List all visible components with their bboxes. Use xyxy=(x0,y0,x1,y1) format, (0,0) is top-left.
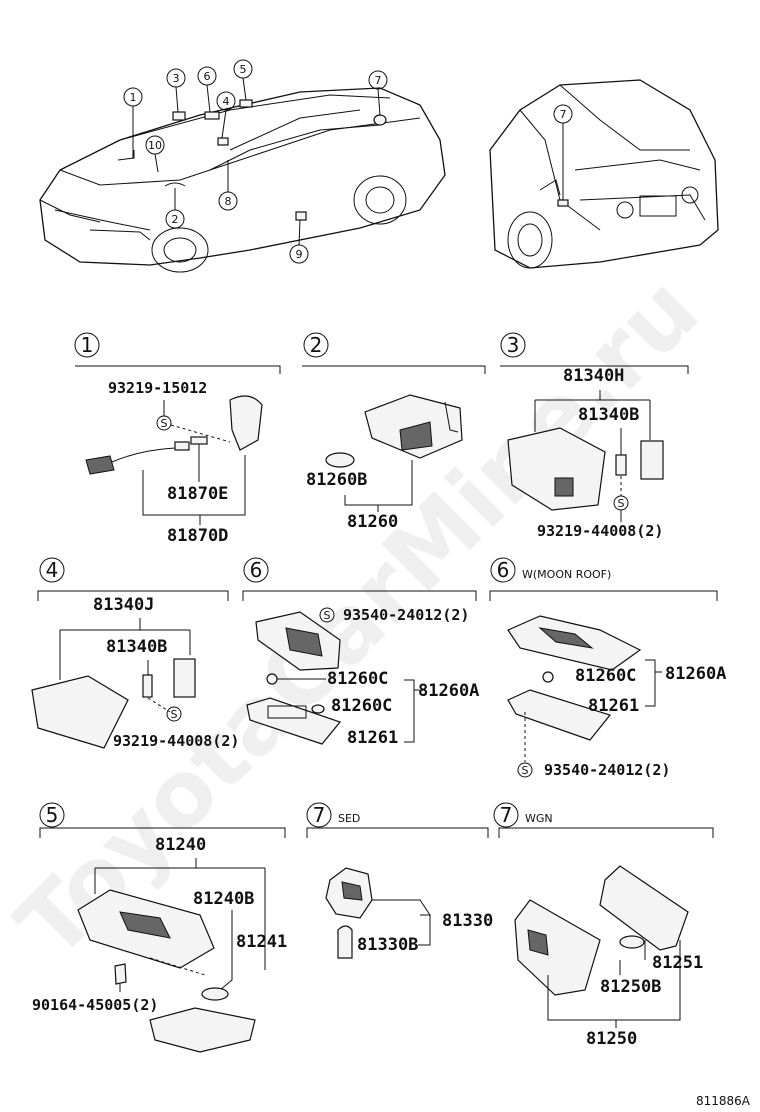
part-93219-44008: 93219-44008(2) xyxy=(537,522,663,540)
wagon-callouts: 7 xyxy=(553,104,573,200)
svg-text:4: 4 xyxy=(223,95,230,108)
svg-text:3: 3 xyxy=(173,72,180,85)
section-6-moon-roof: 6 W(MOON ROOF) 81260C 81260A 81261 S 935… xyxy=(489,557,726,779)
section-2: 2 81260B 81260 xyxy=(302,332,486,532)
svg-text:6: 6 xyxy=(204,70,211,83)
variant-tag: SED xyxy=(338,812,360,825)
section-4: 4 81340J 81340B S 93219-44008(2) xyxy=(31,557,239,750)
variant-tag: WGN xyxy=(525,812,553,825)
section-3: 3 81340H 81340B S 93219-44008(2) xyxy=(500,332,689,540)
part-93219-15012: 93219-15012 xyxy=(108,379,207,397)
part-81260C: 81260C xyxy=(327,669,388,689)
part-81260C-3: 81260C xyxy=(575,666,636,686)
svg-text:2: 2 xyxy=(310,333,323,357)
wagon-overview-illustration xyxy=(489,79,719,269)
part-81260A-2: 81260A xyxy=(665,664,726,684)
part-81250: 81250 xyxy=(586,1029,637,1049)
part-81340B: 81340B xyxy=(578,405,639,425)
svg-text:5: 5 xyxy=(240,63,247,76)
part-81251: 81251 xyxy=(652,953,703,973)
part-81260C-2: 81260C xyxy=(331,696,392,716)
part-81340J: 81340J xyxy=(93,595,154,615)
part-93219-44008-2: 93219-44008(2) xyxy=(113,732,239,750)
svg-text:S: S xyxy=(171,708,178,721)
part-90164-45005: 90164-45005(2) xyxy=(32,996,158,1014)
part-81241: 81241 xyxy=(236,932,287,952)
part-81261: 81261 xyxy=(347,728,398,748)
svg-text:6: 6 xyxy=(497,558,510,582)
svg-text:6: 6 xyxy=(250,558,263,582)
svg-text:8: 8 xyxy=(225,195,232,208)
part-81261-2: 81261 xyxy=(588,696,639,716)
svg-text:9: 9 xyxy=(296,248,303,261)
part-81340H: 81340H xyxy=(563,366,624,386)
svg-text:7: 7 xyxy=(560,108,567,121)
part-81340B-2: 81340B xyxy=(106,637,167,657)
part-81330: 81330 xyxy=(442,911,493,931)
svg-text:7: 7 xyxy=(500,803,513,827)
drawing-reference-number: 811886A xyxy=(695,1094,750,1108)
svg-text:5: 5 xyxy=(46,803,59,827)
svg-text:10: 10 xyxy=(148,139,162,152)
part-81240B: 81240B xyxy=(193,889,254,909)
part-81260B: 81260B xyxy=(306,470,367,490)
section-1: 1 93219-15012 S 81870E 81870D xyxy=(74,332,281,546)
section-number: 1 xyxy=(81,333,94,357)
svg-text:S: S xyxy=(618,497,625,510)
part-81870D: 81870D xyxy=(167,526,228,546)
svg-text:4: 4 xyxy=(46,558,59,582)
section-6: 6 S 93540-24012(2) 81260C 81260C 81260A … xyxy=(242,557,479,748)
section-7-wagon: 7 WGN 81251 81250B 81250 xyxy=(493,802,714,1049)
section-5: 5 81240 81240B 81241 90164-45005(2) xyxy=(32,802,287,1053)
part-93540-24012: 93540-24012(2) xyxy=(343,606,469,624)
sedan-overview-illustration xyxy=(39,87,446,273)
part-81870E: 81870E xyxy=(167,484,228,504)
part-81250B: 81250B xyxy=(600,977,661,997)
svg-text:S: S xyxy=(324,609,331,622)
svg-text:7: 7 xyxy=(375,74,382,87)
part-81260: 81260 xyxy=(347,512,398,532)
part-81260A: 81260A xyxy=(418,681,479,701)
svg-text:3: 3 xyxy=(507,333,520,357)
svg-text:1: 1 xyxy=(130,91,137,104)
part-81330B: 81330B xyxy=(357,935,418,955)
svg-text:S: S xyxy=(161,417,168,430)
svg-text:2: 2 xyxy=(172,213,179,226)
section-7-sedan: 7 SED 81330 81330B xyxy=(306,802,493,959)
part-93540-24012-2: 93540-24012(2) xyxy=(544,761,670,779)
svg-text:S: S xyxy=(522,764,529,777)
sedan-callouts: 1 2 3 4 5 6 7 8 9 10 xyxy=(123,59,388,264)
variant-tag: W(MOON ROOF) xyxy=(522,568,611,581)
part-81240: 81240 xyxy=(155,835,206,855)
svg-text:7: 7 xyxy=(313,803,326,827)
